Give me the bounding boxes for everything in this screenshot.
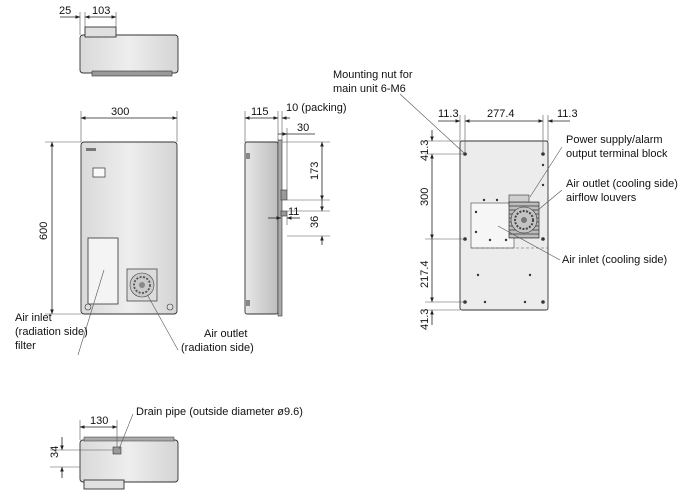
rear-inner-panel xyxy=(470,202,515,249)
drain-pipe xyxy=(112,446,122,455)
rear-label-terminal-2: output terminal block xyxy=(566,148,668,160)
front-label-air-inlet-2: (radiation side) xyxy=(15,326,88,338)
side-view-body xyxy=(244,141,279,315)
front-outlet-grille xyxy=(126,268,158,302)
top-dim-depth: 103 xyxy=(92,5,110,17)
top-view: 25 103 xyxy=(59,5,179,77)
rear-label-outlet-1: Air outlet (cooling side) xyxy=(566,178,678,190)
top-dim-offset: 25 xyxy=(59,5,71,17)
side-foot xyxy=(246,153,250,159)
side-view: 115 10 (packing) 30 173 11 36 xyxy=(244,102,347,317)
front-label-air-inlet-1: Air inlet xyxy=(15,312,52,324)
rear-label-terminal-1: Power supply/alarm xyxy=(566,134,663,146)
front-label-air-outlet-2: (radiation side) xyxy=(181,342,254,354)
side-dim-173: 173 xyxy=(309,162,321,180)
front-filter xyxy=(87,237,119,305)
front-screw xyxy=(166,303,174,311)
top-view-body xyxy=(79,34,179,74)
rear-label-mounting-nut-2: main unit 6-M6 xyxy=(333,83,406,95)
front-label-air-inlet-3: filter xyxy=(15,340,36,352)
front-indicator xyxy=(92,167,106,178)
rear-dim-300: 300 xyxy=(419,188,431,206)
front-screw xyxy=(84,303,92,311)
rear-dim-left-margin: 11.3 xyxy=(438,108,459,120)
side-foot xyxy=(246,300,250,306)
rear-dim-top-margin: 41.3 xyxy=(419,140,431,161)
bottom-flange xyxy=(83,479,125,490)
side-view-flange xyxy=(277,139,283,317)
side-dim-36: 36 xyxy=(309,216,321,228)
rear-label-mounting-nut-1: Mounting nut for xyxy=(333,69,413,81)
front-dim-width: 300 xyxy=(111,106,129,118)
bottom-dim-130: 130 xyxy=(90,415,108,427)
side-terminal xyxy=(280,189,288,201)
rear-view: 11.3 277.4 11.3 41.3 300 217.4 41.3 Moun… xyxy=(333,69,678,330)
front-dim-height: 600 xyxy=(38,222,50,240)
side-bracket xyxy=(280,210,288,217)
side-dim-30: 30 xyxy=(297,122,309,134)
rear-dim-right-margin: 11.3 xyxy=(557,108,578,120)
bottom-view-body xyxy=(79,439,179,483)
side-dim-packing: 10 (packing) xyxy=(286,102,347,114)
rear-dim-217: 217.4 xyxy=(419,260,431,288)
rear-label-outlet-2: airflow louvers xyxy=(566,192,637,204)
bottom-view-base xyxy=(83,436,175,442)
side-dim-115: 115 xyxy=(251,106,269,118)
front-logo xyxy=(86,148,96,151)
bottom-dim-34: 34 xyxy=(49,446,61,458)
front-label-air-outlet-1: Air outlet xyxy=(204,328,247,340)
rear-dim-hole-span: 277.4 xyxy=(487,108,515,120)
rear-label-inlet: Air inlet (cooling side) xyxy=(562,254,667,266)
top-view-flange xyxy=(84,26,117,38)
rear-outlet-louvers xyxy=(508,201,540,239)
bottom-view: 130 34 Drain pipe (outside diameter ø9.6… xyxy=(49,406,303,490)
rear-dim-bottom-margin: 41.3 xyxy=(419,309,431,330)
bottom-label-drain: Drain pipe (outside diameter ø9.6) xyxy=(136,406,303,418)
side-dim-11: 11 xyxy=(288,206,299,218)
front-view: 300 600 Air inlet (radiation side) filte… xyxy=(15,106,254,356)
top-view-base xyxy=(91,70,173,77)
